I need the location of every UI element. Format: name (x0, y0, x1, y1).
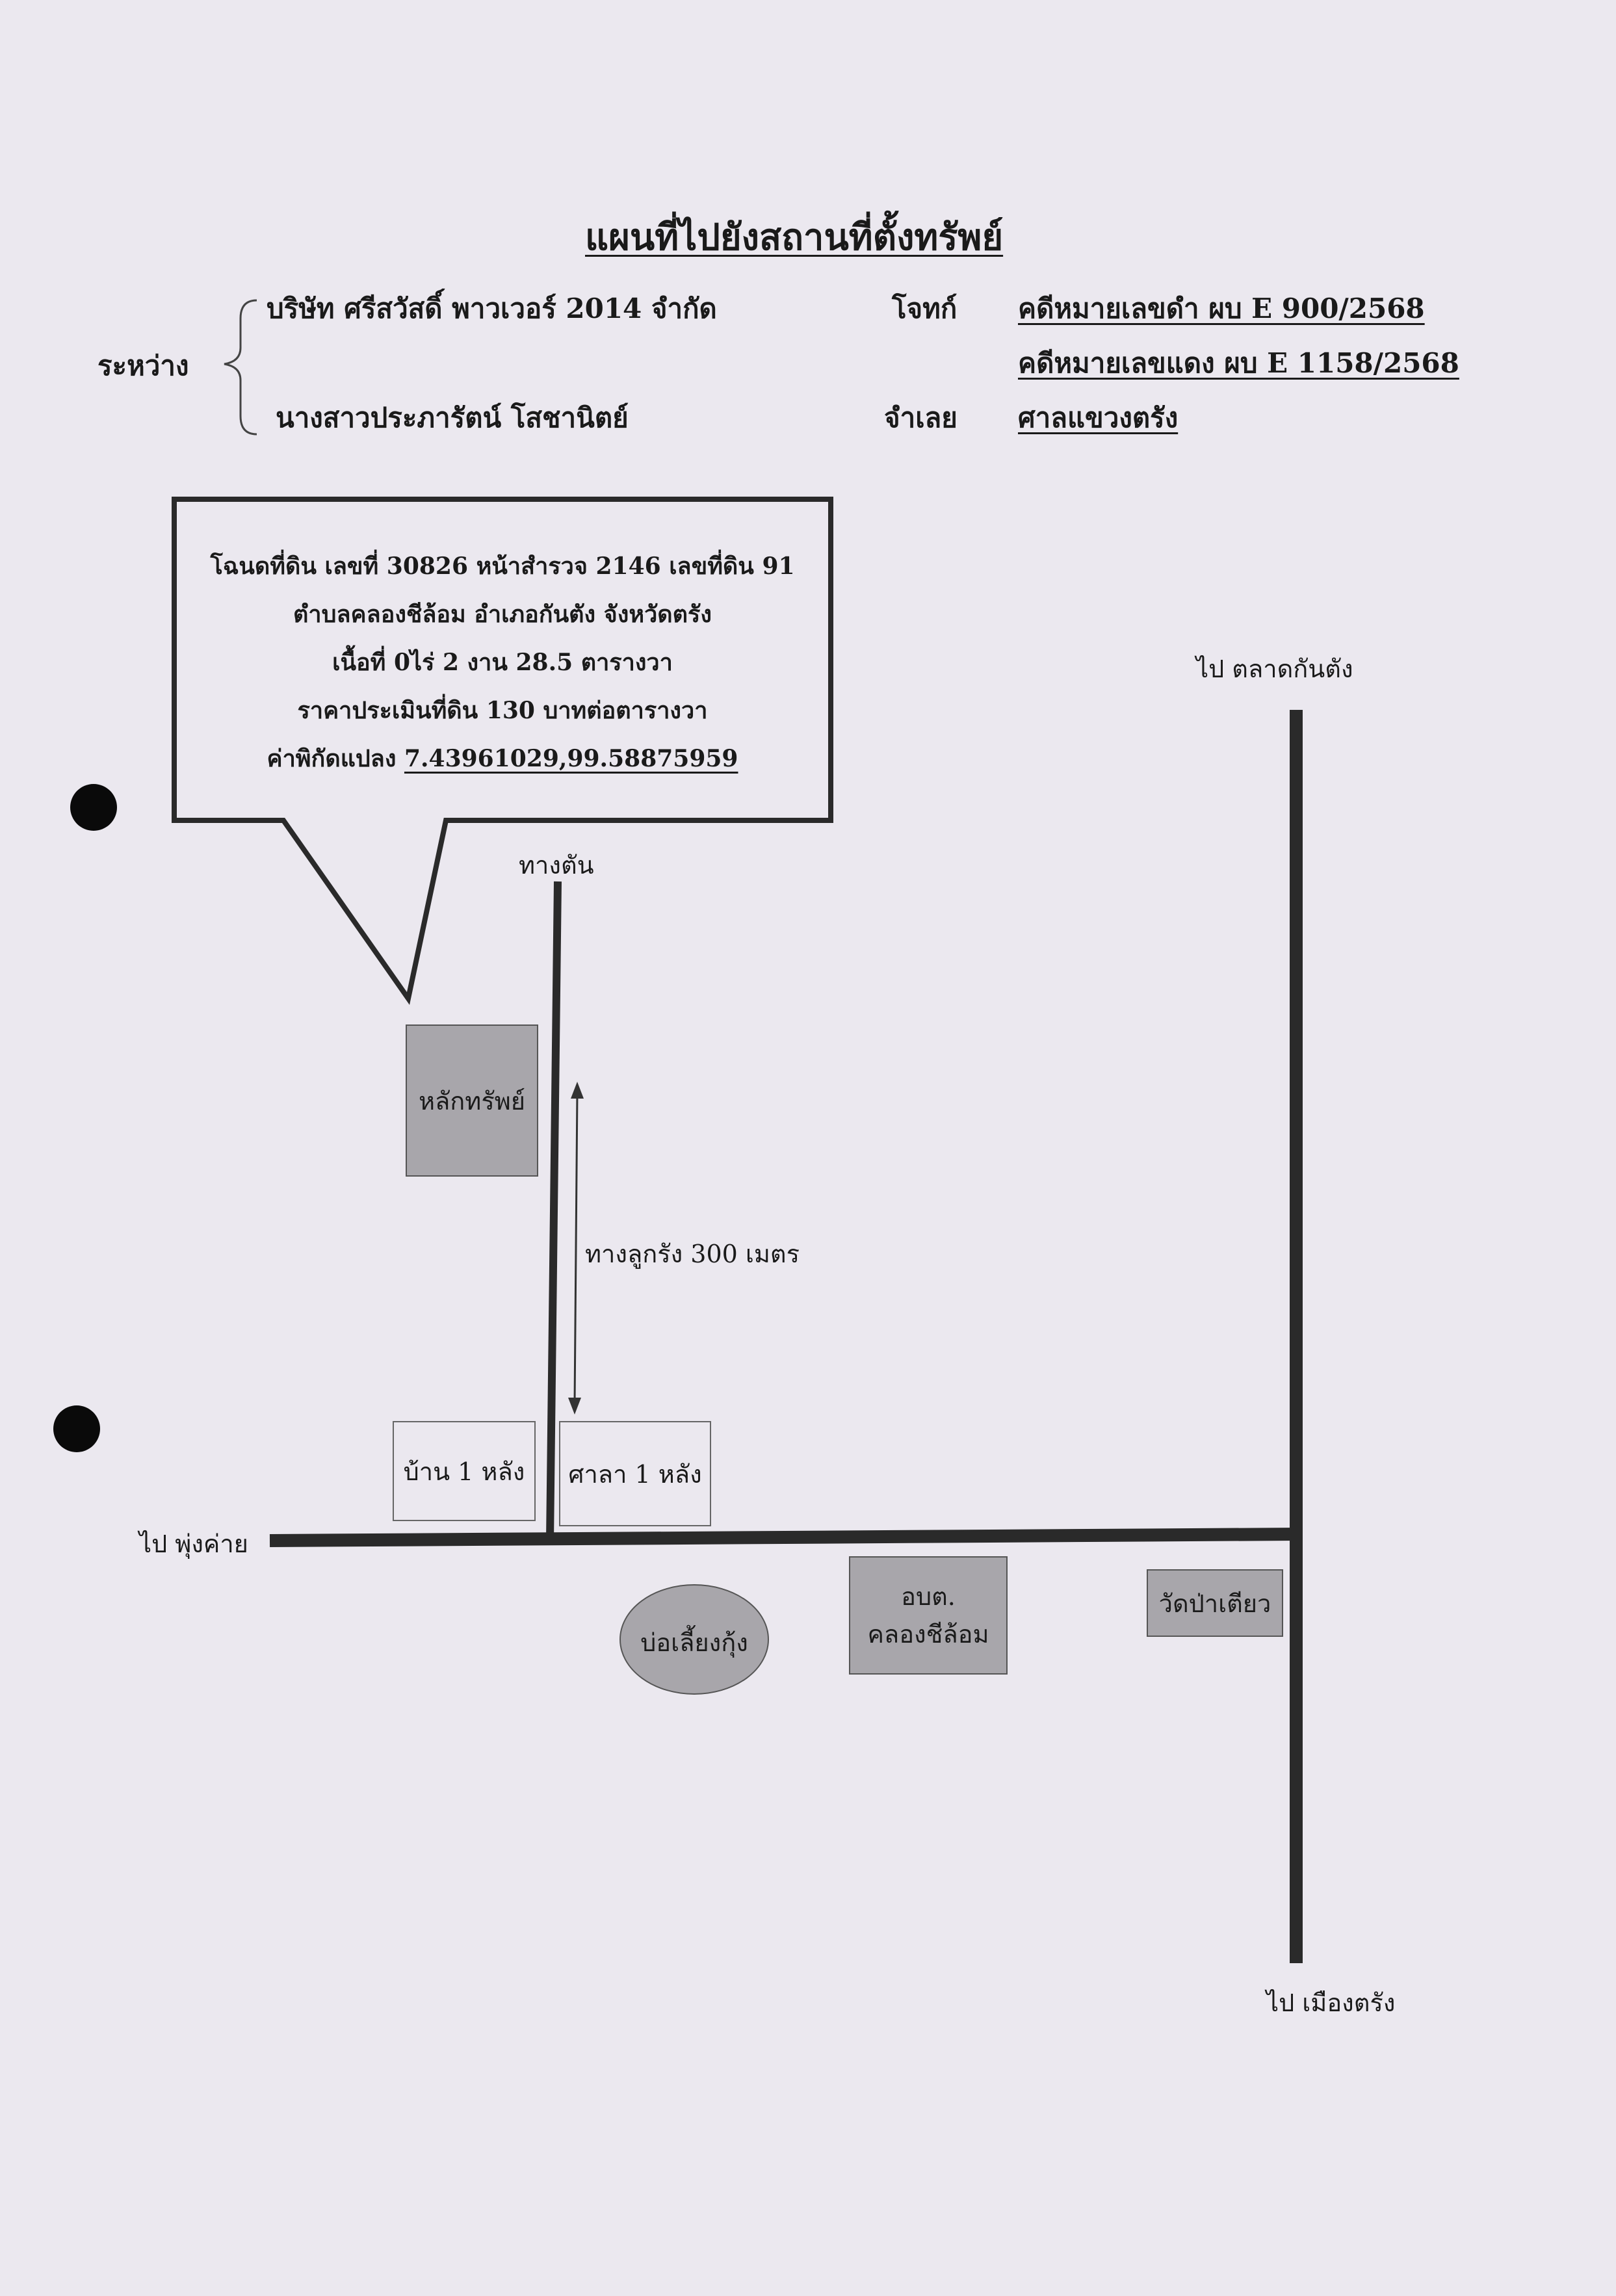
pavilion-box: ศาลา 1 หลัง (559, 1421, 711, 1526)
between-label: ระหว่าง (98, 350, 189, 382)
coord-value: 7.43961029,99.58875959 (404, 745, 738, 772)
plaintiff-role: โจทก์ (892, 293, 958, 324)
label-laterite-road: ทางลูกรัง 300 เมตร (585, 1240, 800, 1268)
coord-label: ค่าพิกัดแปลง (267, 745, 397, 772)
shrimp-pond-shape (619, 1584, 769, 1695)
arrow-head-up (571, 1082, 584, 1099)
callout-bubble (172, 497, 833, 1005)
callout-price-line: ราคาประเมินที่ดิน 130 บาทต่อตารางวา (297, 697, 708, 724)
property-marker: หลักทรัพย์ (406, 1024, 538, 1177)
road-laterite (546, 881, 562, 1541)
page-title: แผนที่ไปยังสถานที่ตั้งทรัพย์ (585, 216, 1004, 259)
label-dead-end: ทางตัน (519, 851, 594, 880)
pavilion-label: ศาลา 1 หลัง (568, 1459, 702, 1489)
header-brace (224, 299, 257, 436)
property-marker-label: หลักทรัพย์ (418, 1086, 526, 1115)
label-to-mueang-trang: ไป เมืองตรัง (1266, 1989, 1396, 2017)
callout-text: โฉนดที่ดิน เลขที่ 30826 หน้าสำรวจ 2146 เ… (174, 542, 831, 783)
callout-location-line: ตำบลคลองชีล้อม อำเภอกันตัง จังหวัดตรัง (293, 601, 712, 628)
temple-box: วัดป่าเตียว (1147, 1569, 1283, 1637)
punch-hole-bottom (53, 1405, 100, 1452)
sao-office-line2: คลองชีล้อม (867, 1620, 989, 1649)
defendant-role: จำเลย (884, 402, 958, 434)
label-to-kantang-market: ไป ตลาดกันตัง (1196, 655, 1353, 683)
label-to-phu-khai: ไป พุ่งค่าย (139, 1530, 248, 1558)
plaintiff-name: บริษัท ศรีสวัสดิ์ พาวเวอร์ 2014 จำกัด (267, 293, 717, 324)
sao-office-line1: อบต. (901, 1582, 956, 1611)
arrow-head-down (568, 1398, 581, 1415)
case-black-number: คดีหมายเลขดำ ผบ E 900/2568 (1018, 293, 1425, 324)
shrimp-pond-label: บ่อเลี้ยงกุ้ง (640, 1628, 748, 1657)
temple-label: วัดป่าเตียว (1158, 1589, 1271, 1618)
sao-office-box: อบต. คลองชีล้อม (849, 1556, 1008, 1675)
case-red-number: คดีหมายเลขแดง ผบ E 1158/2568 (1018, 347, 1459, 379)
defendant-name: นางสาวประภารัตน์ โสชานิตย์ (276, 402, 629, 434)
callout-deed-line: โฉนดที่ดิน เลขที่ 30826 หน้าสำรวจ 2146 เ… (210, 553, 795, 580)
distance-arrow (573, 1091, 579, 1405)
house-box: บ้าน 1 หลัง (393, 1421, 536, 1521)
house-label: บ้าน 1 หลัง (403, 1457, 525, 1486)
callout-coord-line: ค่าพิกัดแปลง 7.43961029,99.58875959 (174, 735, 831, 783)
court-name: ศาลแขวงตรัง (1018, 402, 1179, 434)
road-phu-khai (269, 1528, 1297, 1547)
callout-area-line: เนื้อที่ 0ไร่ 2 งาน 28.5 ตารางวา (332, 649, 673, 676)
punch-hole-top (70, 784, 117, 831)
